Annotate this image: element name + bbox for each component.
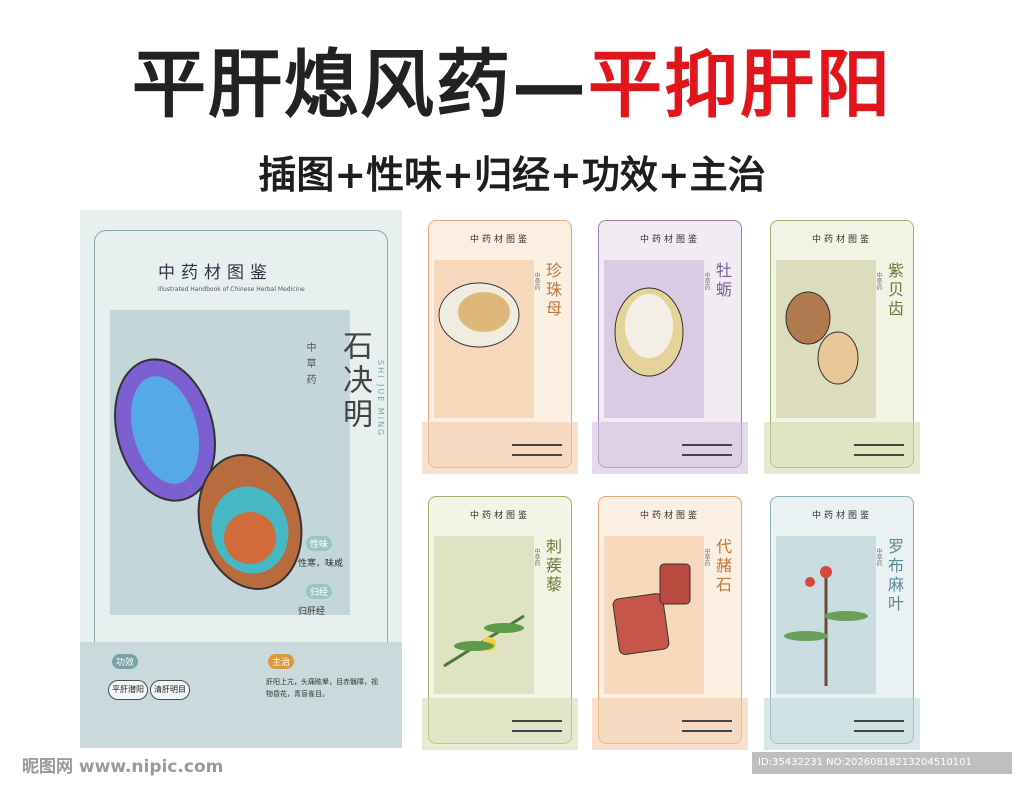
herb-card-muli: 中药材图鉴 中草药 牡蛎 — [592, 212, 748, 474]
herb-type: 中草药 — [875, 272, 882, 290]
herb-name: 罗布麻叶 — [885, 538, 904, 614]
abalone-shell-illustration — [114, 358, 303, 590]
card-header: 中药材图鉴 — [811, 235, 872, 245]
herb-card-cijili: 中药材图鉴 中草药 刺蒺藜 — [422, 488, 578, 750]
herb-card-zhenzhumu: 中药材图鉴 中草药 珍珠母 — [422, 212, 578, 474]
herb-type: 中草药 — [703, 548, 710, 566]
herb-type: 中草药 — [875, 548, 882, 566]
zhuzhi-label: 主治 — [268, 654, 295, 669]
card-header-en: Illustrated Handbook of Chinese Herbal M… — [158, 286, 305, 293]
card-header: 中药材图鉴 — [469, 235, 530, 245]
herb-image-area — [604, 536, 704, 694]
herb-card-zibeichi: 中药材图鉴 中草药 紫贝齿 — [764, 212, 920, 474]
herb-image-area — [434, 536, 534, 694]
page-title: 平肝熄风药—平抑肝阳 — [132, 42, 892, 128]
watermark-left: 昵图网 www.nipic.com — [22, 757, 224, 777]
herb-name: 代赭石 — [713, 538, 732, 595]
guijing-value: 归肝经 — [298, 607, 326, 617]
watermark-right: ID:35432231 NO:20260818213204510101 — [752, 752, 1012, 774]
herb-name: 刺蒺藜 — [543, 538, 562, 595]
herb-type: 中草药 — [533, 548, 540, 566]
herb-image-area — [434, 260, 534, 418]
zhuzhi-value: 肝阳上亢，头痛眩晕，目赤翳障，视物昏花，青盲雀目。 — [266, 678, 378, 698]
herb-image-area — [604, 260, 704, 418]
big-herb-card: 中药材图鉴 Illustrated Handbook of Chinese He… — [80, 210, 402, 748]
guijing-label: 归经 — [306, 584, 333, 599]
gongxiao-item: 平肝潜阳 — [108, 680, 148, 700]
herb-card-luobumaye: 中药材图鉴 中草药 罗布麻叶 — [764, 488, 920, 750]
card-header: 中药材图鉴 — [469, 511, 530, 521]
herb-image-area — [776, 536, 876, 694]
herb-name: 珍珠母 — [543, 262, 562, 319]
herb-name: 石决明 — [337, 330, 372, 432]
herb-name: 牡蛎 — [713, 262, 732, 300]
gongxiao-item: 清肝明目 — [150, 680, 190, 700]
gongxiao-label: 功效 — [112, 654, 139, 669]
herb-image-area — [110, 310, 350, 615]
herb-name: 紫贝齿 — [885, 262, 904, 319]
xingwei-value: 性寒，味咸 — [298, 559, 344, 569]
card-header: 中药材图鉴 — [158, 263, 273, 283]
xingwei-label: 性味 — [306, 536, 333, 551]
herb-type: 中草药 — [304, 342, 315, 390]
herb-type: 中草药 — [703, 272, 710, 290]
page-subtitle: 插图+性味+归经+功效+主治 — [258, 153, 766, 197]
herb-card-daizheshi: 中药材图鉴 中草药 代赭石 — [592, 488, 748, 750]
card-header: 中药材图鉴 — [811, 511, 872, 521]
card-header: 中药材图鉴 — [639, 511, 700, 521]
herb-image-area — [776, 260, 876, 418]
herb-pinyin: SHI JUE MING — [376, 360, 385, 438]
herb-type: 中草药 — [533, 272, 540, 290]
card-header: 中药材图鉴 — [639, 235, 700, 245]
